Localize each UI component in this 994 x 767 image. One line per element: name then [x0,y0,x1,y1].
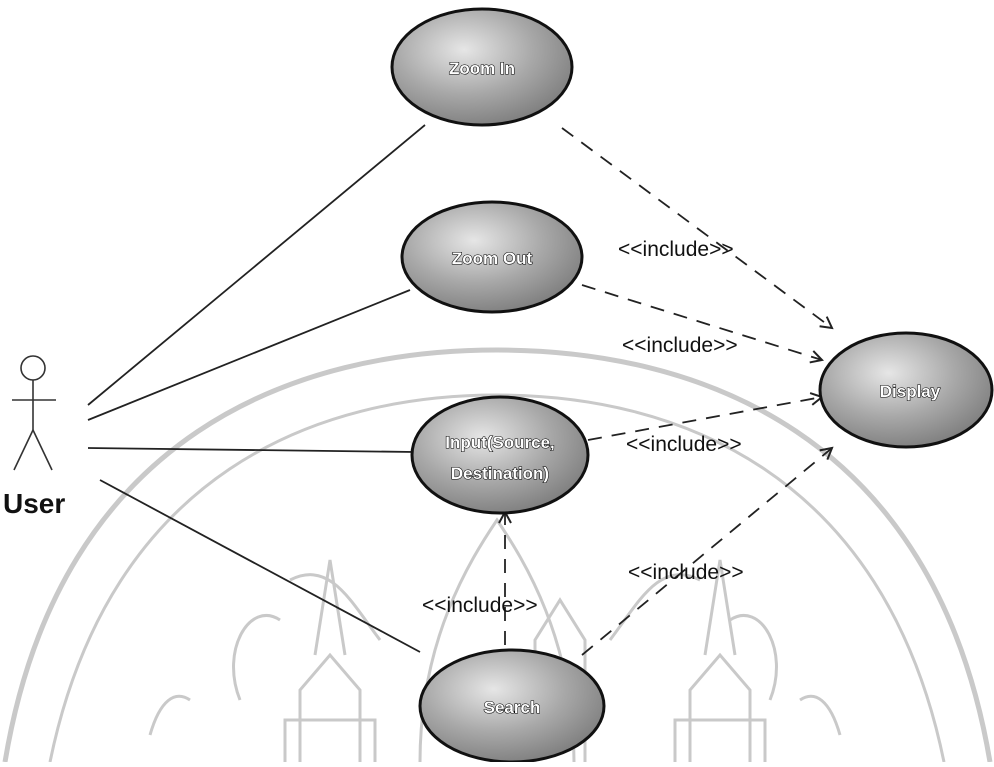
actor-head [20,355,46,381]
use-case-input: Input(Source, Destination) [410,395,590,515]
search-label: Search [484,698,541,717]
actor-right-leg [32,429,53,471]
use-case-zoom-in: Zoom In [390,7,574,127]
actor-label: User [3,488,65,519]
assoc-user-zoom-in [87,124,426,406]
include-line-search-display [581,448,832,656]
include-label-3: <<include>> [626,433,742,456]
input-label-line1: Input(Source, [445,433,555,452]
input-label-line2: Destination) [451,464,549,483]
include-label-1: <<include>> [618,238,734,261]
include-line-zoomin-display [561,127,832,328]
assoc-user-search [99,479,421,653]
use-case-search: Search [418,648,606,764]
associations [87,124,426,653]
display-label: Display [880,382,941,401]
use-case-display: Display [818,331,994,449]
actor-left-leg [13,429,34,471]
actor-user [12,355,56,471]
assoc-user-zoom-out [87,289,411,421]
include-line-input-display [587,397,822,441]
zoom-out-label: Zoom Out [452,249,533,268]
assoc-user-input [87,447,416,453]
watermark-seal [2,347,993,763]
zoom-in-label: Zoom In [449,59,515,78]
include-line-zoomout-display [581,284,822,360]
include-relations [505,127,832,656]
use-case-zoom-out: Zoom Out [400,200,584,314]
include-label-2: <<include>> [622,334,738,357]
include-label-4: <<include>> [628,561,744,584]
include-label-5: <<include>> [422,594,538,617]
